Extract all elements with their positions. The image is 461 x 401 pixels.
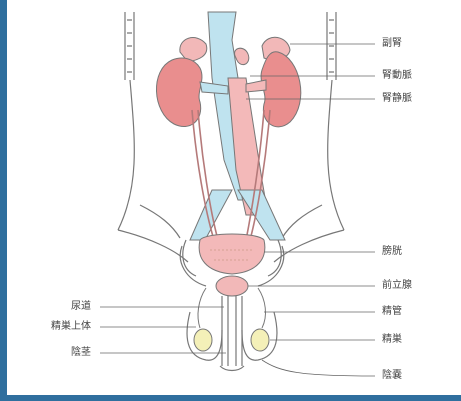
label-vas-deferens: 精管	[382, 306, 402, 318]
label-bladder: 膀胱	[382, 246, 402, 258]
label-testis: 精巣	[382, 334, 402, 346]
label-renal-vein: 腎静脈	[382, 93, 412, 105]
prostate	[216, 276, 248, 296]
testis-left	[194, 329, 212, 351]
label-prostate: 前立腺	[382, 280, 412, 292]
kidney-right	[261, 52, 301, 127]
kidney-left	[156, 58, 202, 126]
label-renal-artery: 腎動脈	[382, 70, 412, 82]
label-adrenal: 副腎	[382, 38, 402, 50]
label-scrotum: 陰嚢	[382, 370, 402, 382]
spine-marks-right	[327, 12, 336, 80]
bladder	[199, 234, 265, 274]
spine-marks-left	[125, 12, 134, 80]
label-penis: 陰茎	[71, 347, 91, 359]
label-urethra: 尿道	[71, 301, 91, 313]
label-epididymis: 精巣上体	[51, 321, 91, 333]
frame-bottom-bar	[0, 395, 461, 401]
testis-right	[251, 329, 269, 351]
